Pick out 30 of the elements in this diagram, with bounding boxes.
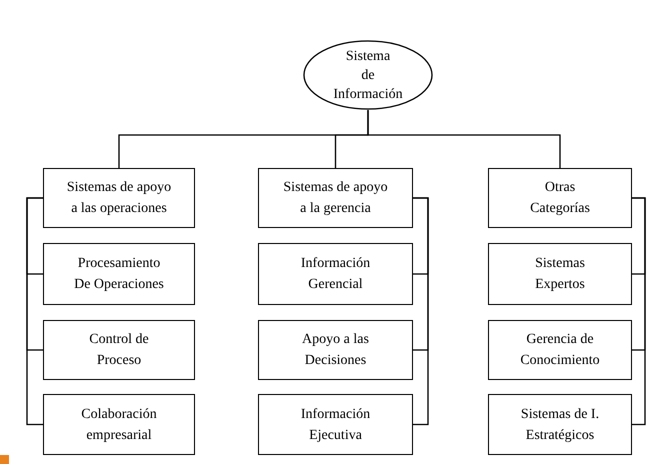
node-label: Apoyo a las Decisiones — [301, 331, 370, 370]
node-label: Procesamiento De Operaciones — [73, 255, 165, 294]
node-label: Sistemas de apoyo a las operaciones — [66, 179, 172, 218]
node-label: Sistema de Información — [332, 48, 404, 104]
category-box — [43, 168, 195, 228]
connector-line — [632, 197, 646, 426]
category-box — [258, 394, 413, 455]
node-label: Información Ejecutiva — [300, 406, 372, 444]
node-label: Otras Categorías — [529, 179, 591, 218]
node-label: Sistemas de I. Estratégicos — [520, 406, 600, 444]
category-box — [43, 394, 195, 455]
node-label: Sistemas Expertos — [534, 255, 586, 294]
node-label: Control de Proceso — [88, 331, 150, 370]
category-box — [43, 320, 195, 380]
category-box — [488, 168, 632, 228]
root-ellipse — [303, 40, 433, 110]
connector-line — [413, 197, 429, 426]
category-box — [258, 320, 413, 380]
category-box — [43, 243, 195, 305]
connector-line — [367, 110, 561, 168]
node-label: Gerencia de Conocimiento — [519, 331, 601, 370]
category-box — [488, 394, 632, 455]
category-box — [488, 320, 632, 380]
node-label: Información Gerencial — [300, 255, 372, 294]
category-box — [258, 243, 413, 305]
node-label: Sistemas de apoyo a la gerencia — [282, 179, 389, 218]
category-box — [258, 168, 413, 228]
connector-line — [26, 197, 43, 426]
category-box — [488, 243, 632, 305]
node-label: Colaboración empresarial — [80, 406, 158, 444]
